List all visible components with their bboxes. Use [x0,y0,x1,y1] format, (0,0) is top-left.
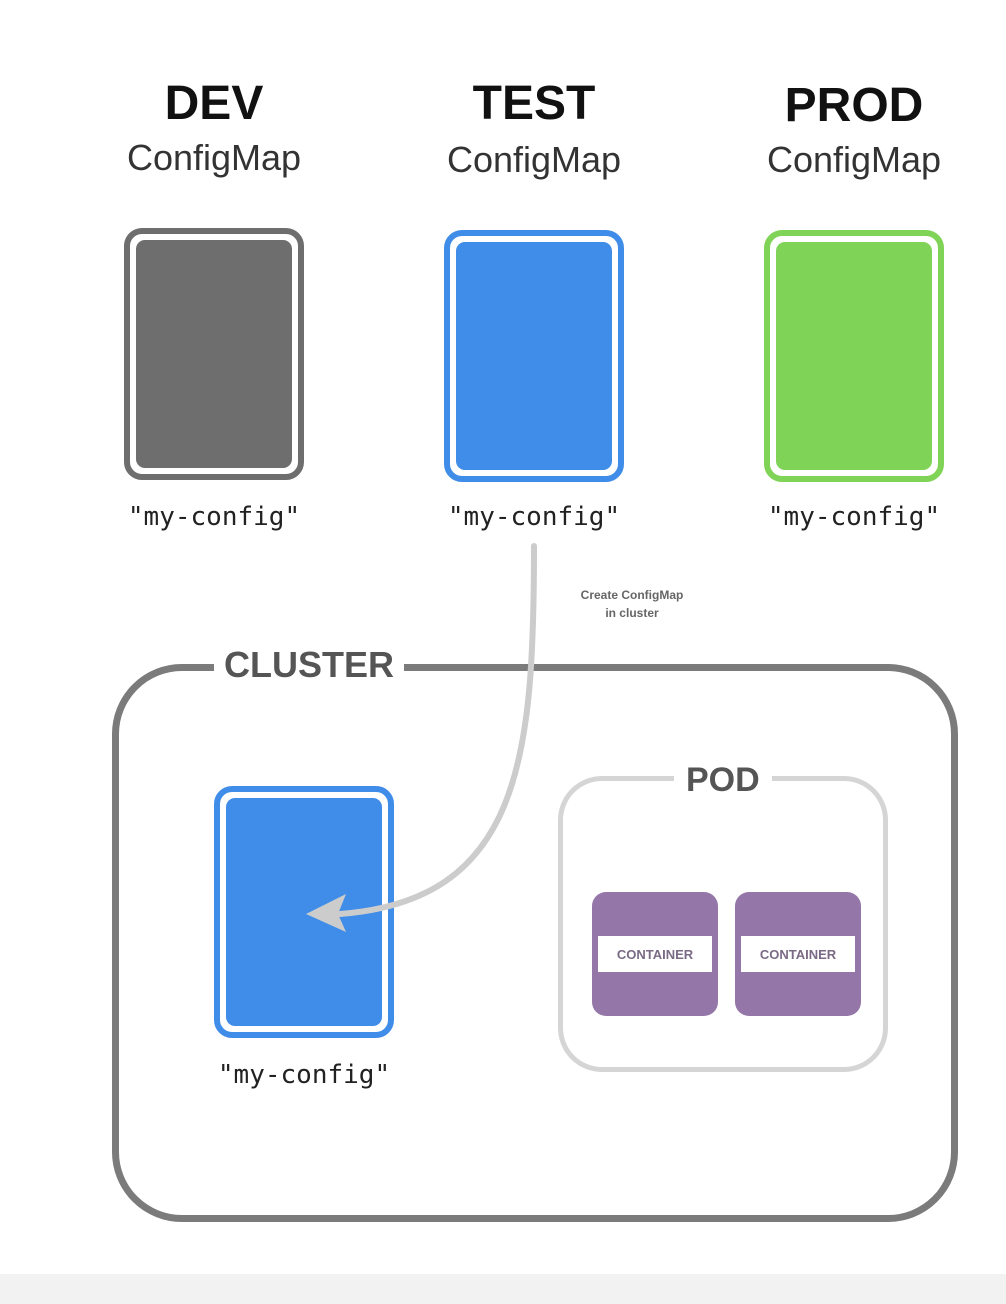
env-title-test: TEST [472,77,596,130]
cluster-label: CLUSTER [214,644,404,686]
container-1: CONTAINER [592,892,718,1016]
cluster-box [112,664,958,1222]
env-kind-test: ConfigMap [446,139,622,180]
env-title-dev: DEV [164,77,264,130]
configmap-card-prod-fill [776,242,932,470]
annotation-line-2: in cluster [605,606,659,620]
configmap-card-dev [124,228,304,480]
cluster-config-name: "my-config" [217,1060,391,1090]
config-name-prod: "my-config" [767,502,941,532]
create-arrow-line [337,543,537,917]
container-2-label: CONTAINER [741,936,855,972]
bottom-strip [0,1274,1006,1304]
configmap-card-prod [764,230,944,482]
cluster-configmap-card [214,786,394,1038]
configmap-card-test [444,230,624,482]
configmap-card-dev-fill [136,240,292,468]
config-name-test: "my-config" [447,502,621,532]
pod-label: POD [674,760,772,800]
create-arrow-head [306,894,346,932]
create-configmap-annotation: Create ConfigMap in cluster [552,586,712,622]
configmap-card-test-fill [456,242,612,470]
annotation-line-1: Create ConfigMap [580,588,684,602]
env-kind-dev: ConfigMap [126,137,302,178]
config-name-dev: "my-config" [127,502,301,532]
env-kind-prod: ConfigMap [766,139,942,180]
container-2: CONTAINER [735,892,861,1016]
container-1-label: CONTAINER [598,936,712,972]
env-title-prod: PROD [784,79,924,132]
